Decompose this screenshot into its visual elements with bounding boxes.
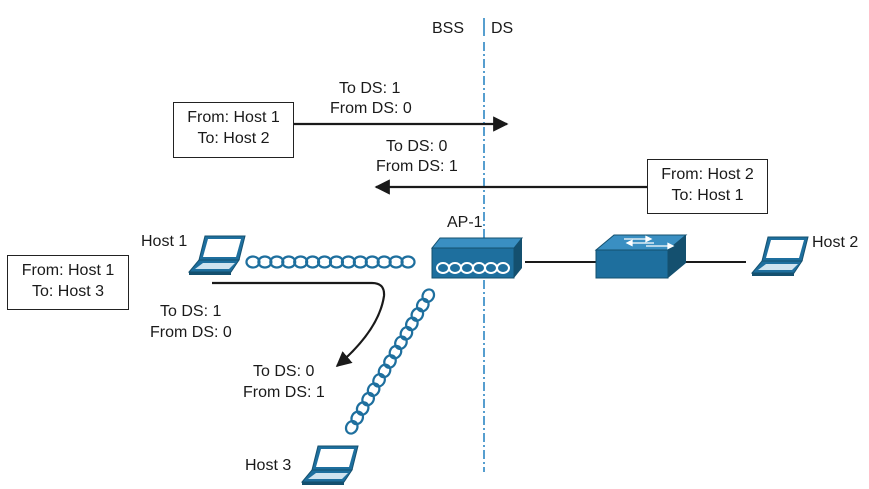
arrow-host1-to-host3-via-ap — [212, 281, 386, 368]
frame2-address-box: From: Host 2 To: Host 1 — [647, 159, 768, 214]
frame2-from-ds: From DS: 1 — [376, 158, 458, 175]
frame3-address-box: From: Host 1 To: Host 3 — [7, 255, 129, 310]
frame2-from: From: Host 2 — [661, 166, 754, 183]
frame3-from-ds-up: From DS: 0 — [150, 324, 232, 341]
frame1-from: From: Host 1 — [187, 109, 280, 126]
frame3-to: To: Host 3 — [31, 283, 105, 300]
wireless-wave-loop — [383, 354, 397, 369]
frame3-to-ds-up: To DS: 1 — [160, 303, 222, 320]
wireless-wave-loop — [350, 410, 365, 426]
frame3-from-ds-down: From DS: 1 — [243, 384, 325, 401]
host3-label: Host 3 — [245, 457, 292, 474]
frame1-address-box: From: Host 1 To: Host 2 — [173, 102, 294, 158]
frame1-to-ds: To DS: 1 — [339, 80, 401, 97]
ds-label: DS — [491, 20, 514, 37]
laptop-icon-host3 — [300, 445, 359, 485]
frame1-to: To: Host 2 — [197, 130, 270, 147]
wireless-wave-loop — [394, 335, 408, 351]
bss-label: BSS — [432, 20, 465, 37]
wireless-wave-loop — [388, 344, 403, 360]
laptop-icon-host1 — [187, 235, 246, 275]
frame2-to: To: Host 1 — [671, 187, 744, 204]
wireless-link-host1-ap — [245, 255, 416, 269]
wireless-wave-loop — [344, 419, 359, 435]
wireless-wave-loop — [361, 391, 376, 407]
laptop-icon-host2 — [750, 236, 809, 276]
ap-label: AP-1 — [447, 214, 483, 231]
access-point-icon — [430, 237, 524, 279]
host2-label: Host 2 — [812, 234, 859, 251]
wireless-wave-loop — [400, 255, 416, 269]
wireless-wave-loop — [355, 401, 370, 416]
wireless-wave-loop — [410, 307, 425, 322]
wireless-wave-loop — [366, 382, 381, 398]
wireless-wave-loop — [399, 325, 414, 341]
switch-icon — [594, 234, 688, 279]
frame3-from: From: Host 1 — [21, 262, 115, 279]
host1-label: Host 1 — [141, 233, 188, 250]
wireless-wave-loop — [377, 363, 392, 379]
frame2-to-ds: To DS: 0 — [386, 138, 448, 155]
frame1-from-ds: From DS: 0 — [330, 100, 412, 117]
wireless-wave-loop — [404, 316, 419, 332]
wireless-link-host3-ap — [344, 288, 436, 435]
wireless-wave-loop — [415, 297, 430, 313]
frame3-to-ds-down: To DS: 0 — [253, 363, 315, 380]
wireless-wave-loop — [372, 372, 386, 388]
wireless-wave-loop — [421, 288, 436, 304]
